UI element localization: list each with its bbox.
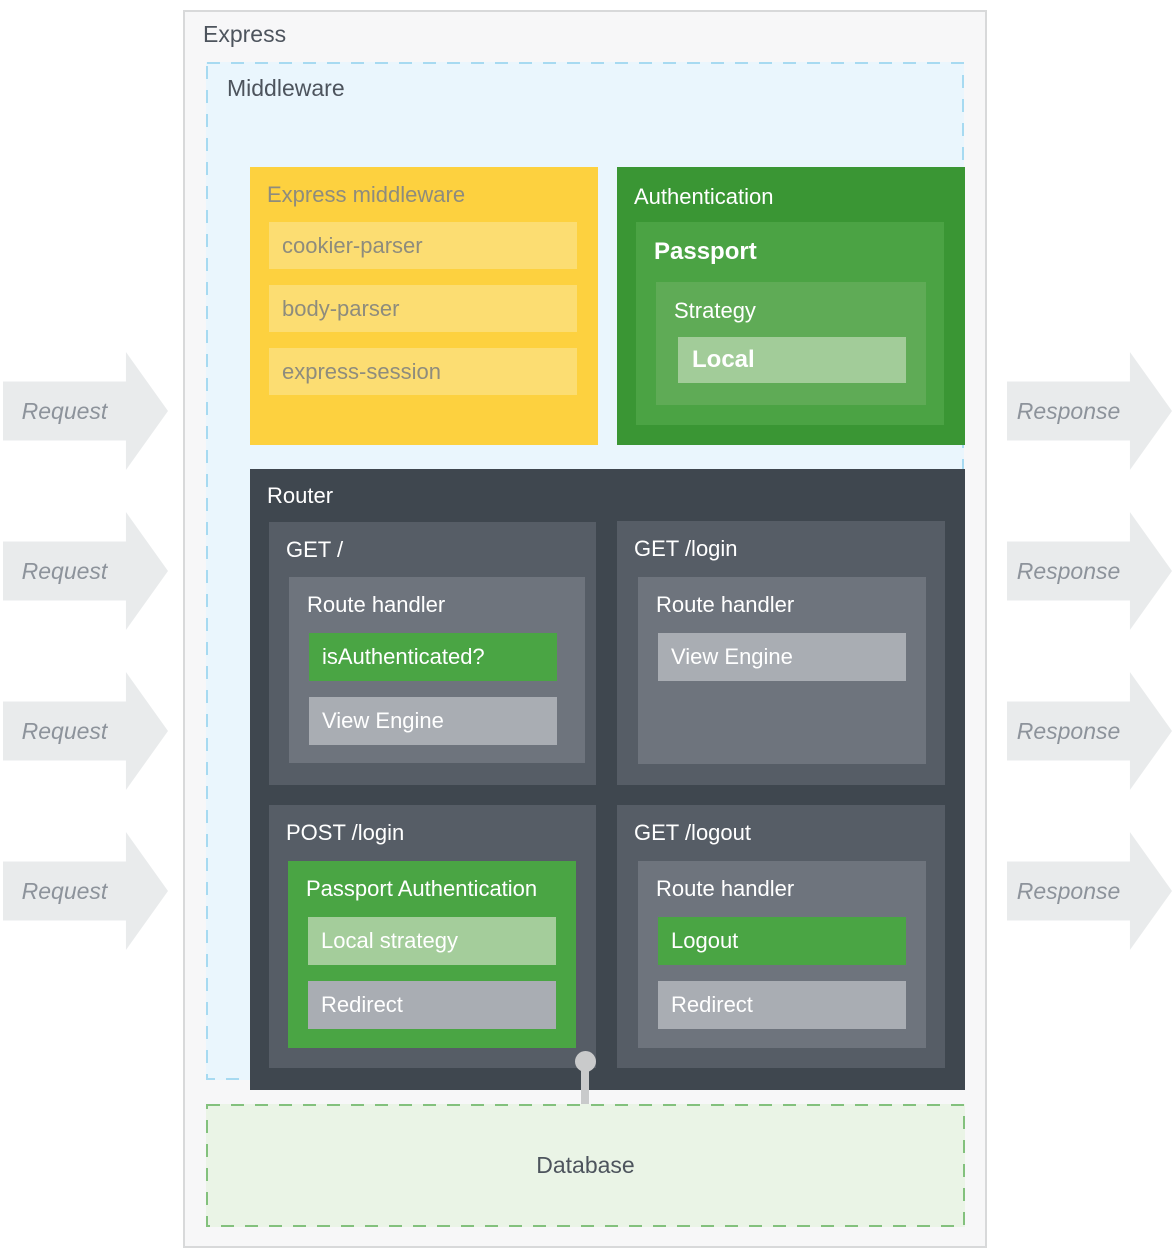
request-label: Request <box>21 717 108 744</box>
step-view-engine: View Engine <box>309 697 557 745</box>
step-redirect: Redirect <box>308 981 556 1029</box>
express-container: Express Middleware Express middleware co… <box>183 10 987 1248</box>
local-strategy-box: Local <box>678 337 906 383</box>
step-local-strategy: Local strategy <box>308 917 556 965</box>
step-view-engine: View Engine <box>658 633 906 681</box>
route-method-path: GET /login <box>634 536 738 561</box>
route-panel-get-root: GET / Route handler isAuthenticated? Vie… <box>269 522 596 785</box>
router-box: Router GET / Route handler isAuthenticat… <box>250 469 965 1090</box>
step-logout: Logout <box>658 917 906 965</box>
route-handler-box: Route handler View Engine <box>638 577 926 764</box>
route-handler-title: Route handler <box>307 592 446 617</box>
response-label: Response <box>1016 877 1121 904</box>
passport-title: Passport <box>654 238 757 265</box>
database-connector-line <box>581 1062 589 1126</box>
passport-authentication-title: Passport Authentication <box>306 876 538 901</box>
route-method-path: GET / <box>286 537 344 562</box>
route-panel-get-logout: GET /logout Route handler Logout Redirec… <box>617 805 945 1068</box>
database-title: Database <box>536 1152 635 1178</box>
passport-authentication-box: Passport Authentication Local strategy R… <box>288 861 576 1048</box>
middleware-container: Middleware Express middleware cookier-pa… <box>206 62 965 1090</box>
route-method-path: GET /logout <box>634 820 751 845</box>
response-label: Response <box>1016 397 1121 424</box>
strategy-title: Strategy <box>674 298 756 323</box>
middleware-item-cookier-parser: cookier-parser <box>269 222 577 269</box>
request-label: Request <box>21 557 108 584</box>
route-handler-title: Route handler <box>656 876 795 901</box>
response-arrow: Response <box>1007 672 1172 790</box>
step-redirect: Redirect <box>658 981 906 1029</box>
step-isauthenticated: isAuthenticated? <box>309 633 557 681</box>
response-label: Response <box>1016 557 1121 584</box>
connector-dot <box>575 1051 596 1072</box>
request-arrow: Request <box>3 512 168 630</box>
strategy-box: Strategy Local <box>656 282 926 405</box>
express-title: Express <box>203 21 287 47</box>
middleware-title: Middleware <box>227 75 345 101</box>
request-label: Request <box>21 877 108 904</box>
route-panel-post-login: POST /login Passport Authentication Loca… <box>269 805 596 1068</box>
express-middleware-box: Express middleware cookier-parser body-p… <box>250 167 598 445</box>
route-handler-box: Route handler isAuthenticated? View Engi… <box>289 577 585 763</box>
route-handler-title: Route handler <box>656 592 795 617</box>
middleware-item-express-session: express-session <box>269 348 577 395</box>
router-title: Router <box>267 483 334 508</box>
route-panel-get-login: GET /login Route handler View Engine <box>617 521 945 785</box>
response-arrow: Response <box>1007 512 1172 630</box>
response-label: Response <box>1016 717 1121 744</box>
passport-box: Passport Strategy Local <box>636 222 944 425</box>
authentication-title: Authentication <box>634 184 774 209</box>
request-arrow: Request <box>3 832 168 950</box>
request-arrow: Request <box>3 672 168 790</box>
authentication-box: Authentication Passport Strategy Local <box>617 167 965 445</box>
database-box: Database <box>206 1104 965 1227</box>
request-arrow: Request <box>3 352 168 470</box>
express-middleware-title: Express middleware <box>267 182 466 207</box>
response-arrow: Response <box>1007 352 1172 470</box>
response-arrow: Response <box>1007 832 1172 950</box>
route-handler-box: Route handler Logout Redirect <box>638 861 926 1048</box>
middleware-item-body-parser: body-parser <box>269 285 577 332</box>
route-method-path: POST /login <box>286 820 405 845</box>
request-label: Request <box>21 397 108 424</box>
